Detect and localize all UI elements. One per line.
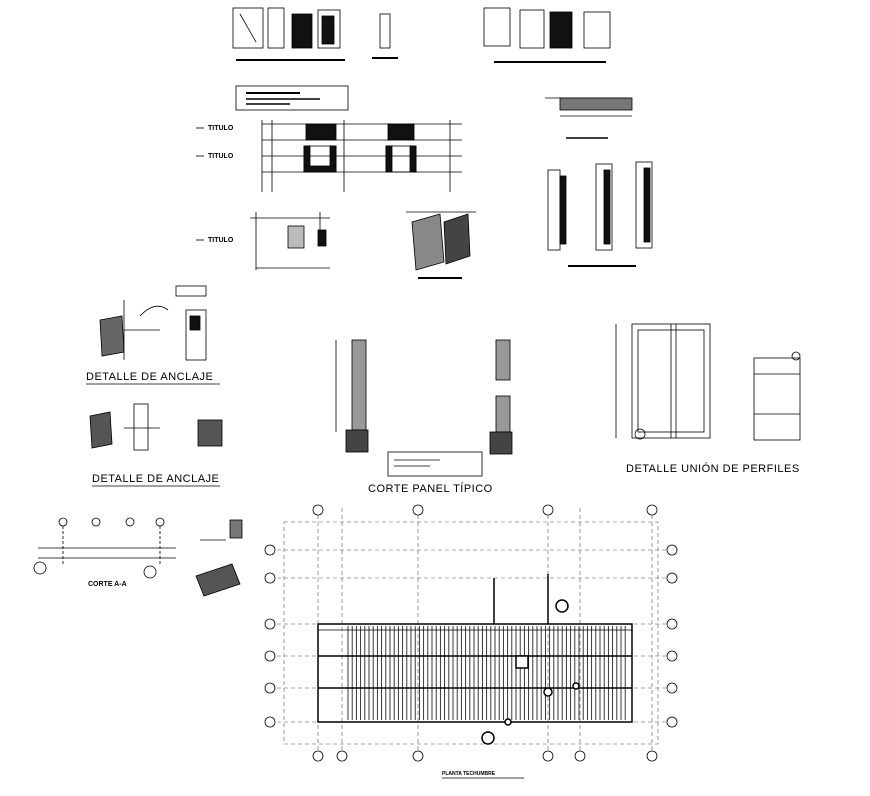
planta-techumbre-grid	[270, 508, 672, 758]
planta-grid-bubbles-right	[666, 544, 678, 728]
corte-panel-tipico-title: CORTE PANEL TÍPICO	[368, 482, 493, 495]
detalle-anclaje-1-title: DETALLE DE ANCLAJE	[86, 371, 213, 383]
top-detail-group-3	[483, 7, 611, 63]
planta-roof-beams	[318, 629, 632, 689]
planta-roof-posts	[481, 574, 580, 745]
titulo-elevation-2	[196, 145, 462, 173]
planta-roof-purlins	[347, 626, 626, 720]
detalle-union-perfiles-title: DETALLE UNIÓN DE PERFILES	[626, 462, 800, 475]
titulo-elevation-3	[196, 212, 330, 270]
top-detail-group-1	[232, 7, 345, 61]
anclaje-detail-1	[99, 285, 207, 361]
title-block	[235, 85, 349, 111]
top-detail-group-2	[372, 13, 398, 59]
planta-grid-bubbles-top	[312, 504, 658, 516]
titulo-label-1: TITULO	[208, 125, 234, 132]
anclaje-detail-2	[89, 403, 223, 451]
corte-aa-title: CORTE A-A	[88, 581, 127, 588]
profile-details	[547, 161, 653, 267]
detalle-anclaje-2-title: DETALLE DE ANCLAJE	[92, 473, 219, 485]
titulo-elevation-1	[196, 120, 462, 192]
corte-panel-tipico-drawing	[335, 339, 513, 477]
planta-grid-bubbles-left	[264, 544, 276, 728]
planta-roof-slab	[317, 623, 633, 723]
titulo-label-2: TITULO	[208, 153, 234, 160]
isometric-connection-detail	[195, 519, 243, 597]
isometric-panel-detail	[406, 211, 476, 279]
titulo-label-3: TITULO	[208, 237, 234, 244]
union-perfiles-drawing	[615, 323, 801, 441]
planta-grid-bubbles-bottom	[312, 750, 658, 762]
planta-techumbre-title: PLANTA TECHUMBRE	[442, 771, 496, 777]
corte-aa-drawing	[33, 517, 176, 579]
wall-section-detail	[545, 97, 633, 139]
